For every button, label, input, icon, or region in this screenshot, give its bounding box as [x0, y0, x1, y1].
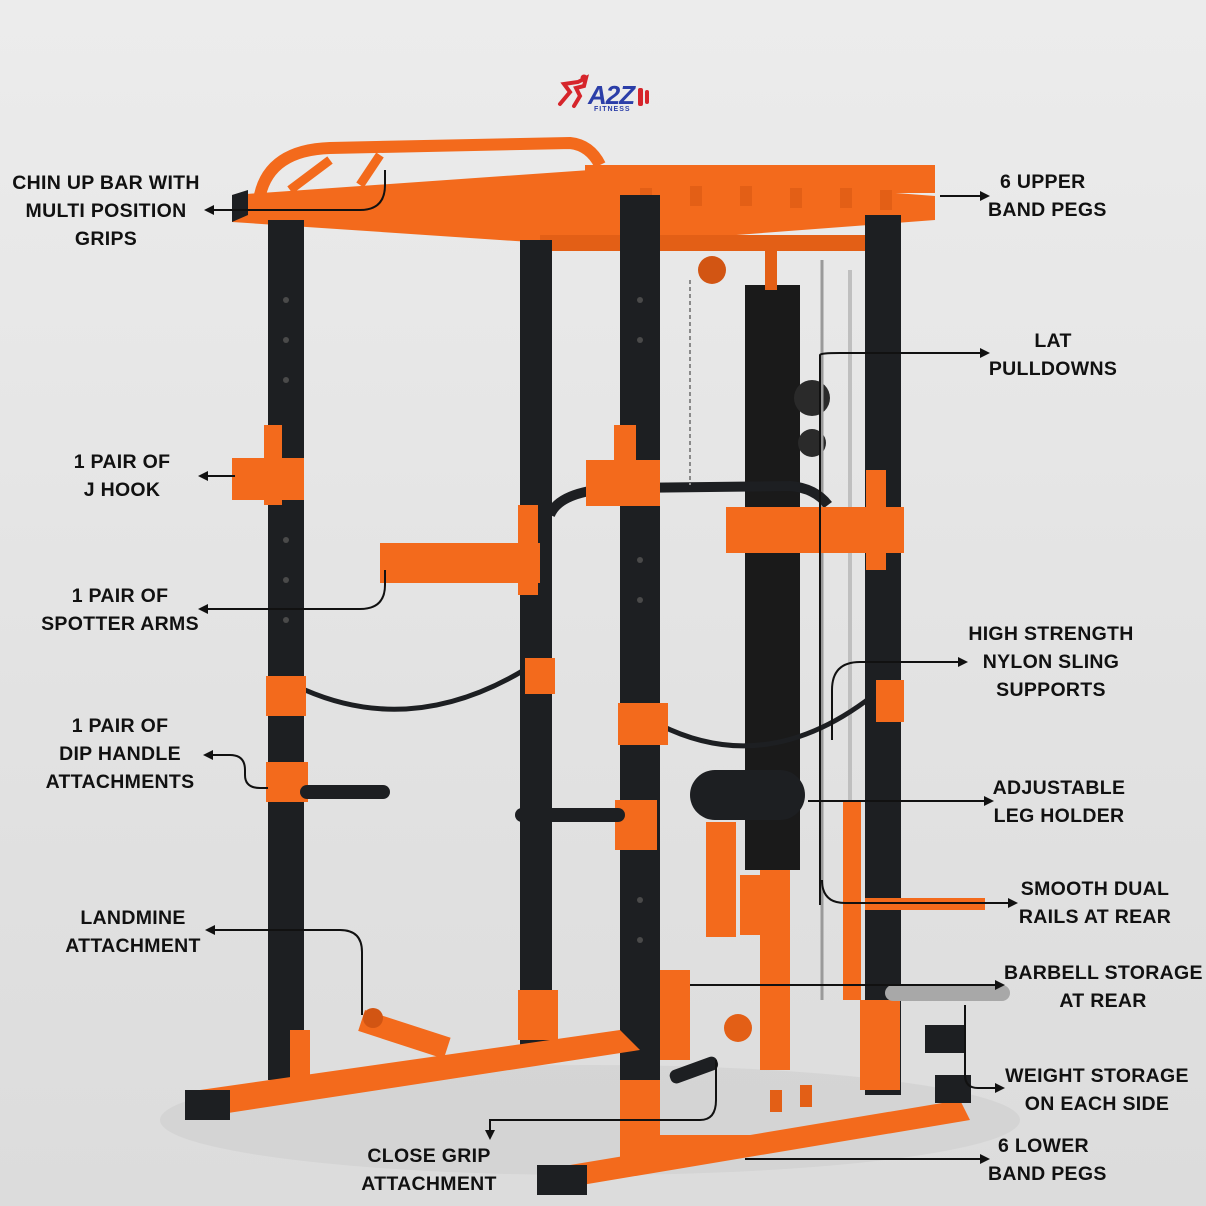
label-line: LAT: [1034, 330, 1072, 352]
label-line: BAND PEGS: [988, 1163, 1107, 1185]
label-line: 6 LOWER: [998, 1135, 1089, 1157]
label-line: 1 PAIR OF: [71, 585, 169, 607]
label-upper-band-pegs: 6 UPPER BAND PEGS: [988, 168, 1107, 224]
label-line: ATTACHMENT: [361, 1173, 497, 1195]
label-line: SMOOTH DUAL: [1020, 878, 1170, 900]
lat-tower: [545, 250, 861, 1000]
label-line: ADJUSTABLE: [992, 777, 1126, 799]
label-close-grip: CLOSE GRIP ATTACHMENT: [354, 1142, 504, 1198]
label-weight-storage: WEIGHT STORAGE ON EACH SIDE: [1002, 1062, 1192, 1118]
base-frame: [200, 870, 970, 1190]
label-barbell-storage: BARBELL STORAGE AT REAR: [1004, 959, 1202, 1015]
label-line: LANDMINE: [80, 907, 186, 929]
label-lower-band-pegs: 6 LOWER BAND PEGS: [988, 1132, 1107, 1188]
label-line: ATTACHMENT: [65, 935, 201, 957]
dumbbell-logo-icon: [638, 88, 649, 106]
j-hooks: [232, 425, 660, 506]
label-spotter-arms: 1 PAIR OF SPOTTER ARMS: [40, 582, 200, 638]
label-line: ON EACH SIDE: [1024, 1093, 1170, 1115]
landmine: [358, 1008, 451, 1059]
top-frame: [232, 136, 935, 251]
label-line: GRIPS: [74, 228, 138, 250]
dip-handles: [266, 762, 657, 850]
label-dip-handles: 1 PAIR OF DIP HANDLE ATTACHMENTS: [40, 712, 200, 796]
label-chin-up-bar: CHIN UP BAR WITH MULTI POSITION GRIPS: [8, 169, 204, 253]
label-line: AT REAR: [1059, 990, 1147, 1012]
label-nylon-sling: HIGH STRENGTH NYLON SLING SUPPORTS: [962, 620, 1140, 704]
label-line: 1 PAIR OF: [71, 715, 169, 737]
label-line: LEG HOLDER: [993, 805, 1125, 827]
label-line: HIGH STRENGTH: [968, 623, 1134, 645]
lower-band-pegs: [770, 1085, 812, 1112]
label-line: CLOSE GRIP: [367, 1145, 491, 1167]
base-feet: [185, 1025, 971, 1195]
runner-logo-icon: [558, 74, 589, 108]
label-j-hook: 1 PAIR OF J HOOK: [52, 448, 192, 504]
logo-subtitle: FITNESS: [594, 106, 631, 113]
label-leg-holder: ADJUSTABLE LEG HOLDER: [986, 774, 1132, 830]
label-line: SPOTTER ARMS: [41, 613, 199, 635]
label-line: MULTI POSITION: [25, 200, 187, 222]
label-landmine: LANDMINE ATTACHMENT: [58, 904, 208, 960]
label-line: SUPPORTS: [996, 679, 1106, 701]
sling-supports: [266, 657, 904, 749]
label-line: ATTACHMENTS: [45, 771, 195, 793]
label-line: PULLDOWNS: [988, 358, 1118, 380]
label-line: BARBELL STORAGE: [1004, 962, 1203, 984]
uprights: [268, 195, 901, 1155]
spotter-arms: [380, 470, 904, 595]
label-line: J HOOK: [83, 479, 161, 501]
label-lat-pulldowns: LAT PULLDOWNS: [986, 327, 1120, 383]
label-line: 6 UPPER: [1000, 171, 1086, 193]
close-grip: [669, 1014, 752, 1084]
label-line: CHIN UP BAR WITH: [12, 172, 200, 194]
logo-wordmark: A2Z: [588, 80, 635, 110]
label-line: NYLON SLING: [982, 651, 1120, 673]
label-line: WEIGHT STORAGE: [1005, 1065, 1189, 1087]
label-line: BAND PEGS: [988, 199, 1107, 221]
label-dual-rails: SMOOTH DUAL RAILS AT REAR: [1012, 875, 1178, 931]
label-line: RAILS AT REAR: [1018, 906, 1172, 928]
callout-lines: [198, 170, 1018, 1164]
label-line: DIP HANDLE: [59, 743, 181, 765]
label-line: 1 PAIR OF: [73, 451, 171, 473]
